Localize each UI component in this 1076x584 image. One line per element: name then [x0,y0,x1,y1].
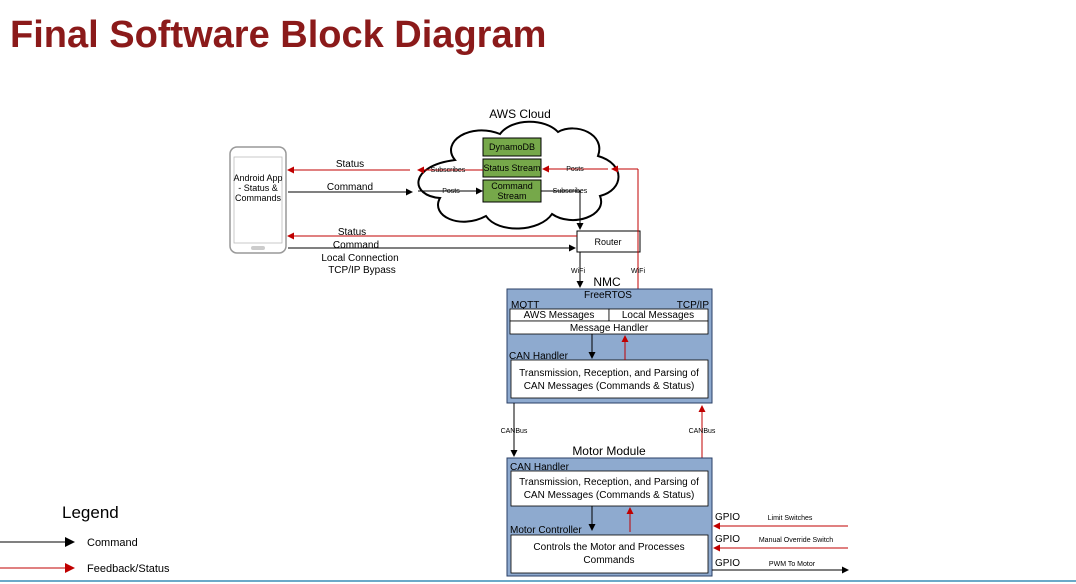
command-top-label: Command [327,182,373,193]
nmc-label: NMC [593,275,621,289]
freertos-label: FreeRTOS [584,290,632,301]
posts-right-label: Posts [566,166,584,173]
motor-can-text-line2: CAN Messages (Commands & Status) [524,490,695,501]
command-stream-label-line2: Stream [497,191,526,201]
canbus-right-label: CANBus [689,428,716,435]
dynamodb-label: DynamoDB [489,142,535,152]
mqtt-label: MQTT [511,300,539,311]
status-top-label: Status [336,159,364,170]
message-handler-label: Message Handler [570,323,649,334]
manual-override-label: Manual Override Switch [759,537,833,544]
status-bottom-label: Status [338,227,366,238]
canbus-left-label: CANBus [501,428,528,435]
legend-feedback-label: Feedback/Status [87,563,170,575]
motor-controller-box [510,534,709,574]
legend-command-label: Command [87,537,138,549]
subscribes-right-label: Subscribes [553,188,588,195]
status-stream-label: Status Stream [483,163,540,173]
phone-label-line1: Android App [233,173,282,183]
motor-can-text-line1: Transmission, Reception, and Parsing of [519,477,699,488]
gpio-label-2: GPIO [715,534,740,545]
gpio-label-3: GPIO [715,558,740,569]
command-bottom-label: Command [333,240,379,251]
motor-controller-text-line1: Controls the Motor and Processes [533,542,684,553]
motor-can-box [510,470,709,507]
phone-label-line2: - Status & [238,183,278,193]
gpio-label-1: GPIO [715,512,740,523]
aws-messages-label: AWS Messages [524,310,595,321]
nmc-can-handler-label: CAN Handler [509,351,569,362]
nmc-can-text-line2: CAN Messages (Commands & Status) [524,381,695,392]
status-stream-box [482,158,542,178]
router-label: Router [594,237,621,247]
limit-switches-label: Limit Switches [768,515,813,522]
motor-can-handler-label: CAN Handler [510,462,570,473]
wifi-right-label: WiFi [631,268,645,275]
legend-title: Legend [62,503,119,522]
tcpip-label: TCP/IP [677,300,710,311]
local-messages-label: Local Messages [622,310,694,321]
tcpip-bypass-label: TCP/IP Bypass [328,265,396,276]
motor-module-label: Motor Module [572,444,646,458]
page-title: Final Software Block Diagram [10,14,547,56]
motor-controller-text-line2: Commands [583,555,634,566]
message-handler-box [509,320,709,335]
phone-label-line3: Commands [235,193,282,203]
local-connection-label: Local Connection [321,253,398,264]
nmc-can-box [510,359,709,399]
aws-cloud-label: AWS Cloud [489,107,551,121]
phone-home-button-icon [251,246,265,250]
dynamodb-box [482,137,542,157]
router-box [576,230,641,253]
pwm-label: PWM To Motor [769,561,816,568]
phone-screen [233,156,283,244]
posts-left-label: Posts [442,188,460,195]
command-stream-label-line1: Command [491,181,533,191]
motor-controller-label: Motor Controller [510,525,582,536]
footer-divider [0,580,1076,582]
subscribes-left-label: Subscribes [431,167,466,174]
nmc-can-text-line1: Transmission, Reception, and Parsing of [519,368,699,379]
wifi-left-label: WiFi [571,268,585,275]
